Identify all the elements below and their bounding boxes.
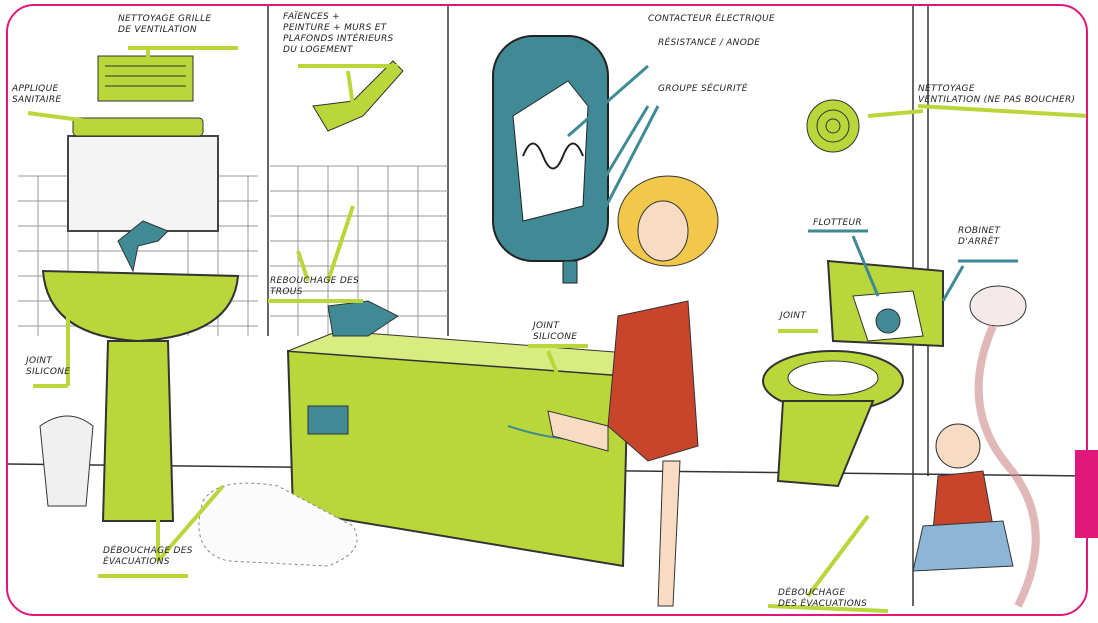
round-vent — [807, 100, 859, 152]
water-heater — [493, 36, 608, 283]
side-tab — [1075, 450, 1098, 538]
label-joint-silicone-sink: Joint silicone — [26, 356, 70, 378]
paint-brush — [313, 61, 403, 131]
label-applique-sanitaire: Applique sanitaire — [12, 84, 61, 106]
label-nettoyage-grille: Nettoyage grille de ventilation — [118, 14, 211, 36]
applique-light — [73, 118, 203, 136]
label-flotteur: Flotteur — [813, 218, 862, 229]
label-contacteur: Contacteur électrique — [648, 14, 775, 25]
illustration-frame: Nettoyage grille de ventilation Faïences… — [6, 4, 1088, 616]
label-debouchage-left: Débouchage des évacuations — [103, 546, 193, 568]
label-joint-silicone-tub: Joint silicone — [533, 321, 577, 343]
mirror — [68, 136, 218, 231]
vent-grille — [98, 56, 193, 101]
label-nettoyage-ventilation: Nettoyage ventilation (ne pas boucher) — [918, 84, 1075, 106]
label-robinet-arret: Robinet d'arrêt — [958, 226, 1000, 248]
label-debouchage-right: Débouchage des évacuations — [778, 588, 867, 610]
label-resistance-anode: Résistance / anode — [658, 38, 760, 49]
toilet — [763, 261, 943, 486]
trash-bin — [40, 416, 93, 506]
label-groupe-securite: Groupe sécurité — [658, 84, 748, 95]
label-joint-wc: Joint — [780, 311, 806, 322]
label-faiences: Faïences + peinture + murs et plafonds i… — [283, 12, 394, 56]
label-rebouchage-trous: Rebouchage des trous — [270, 276, 359, 298]
